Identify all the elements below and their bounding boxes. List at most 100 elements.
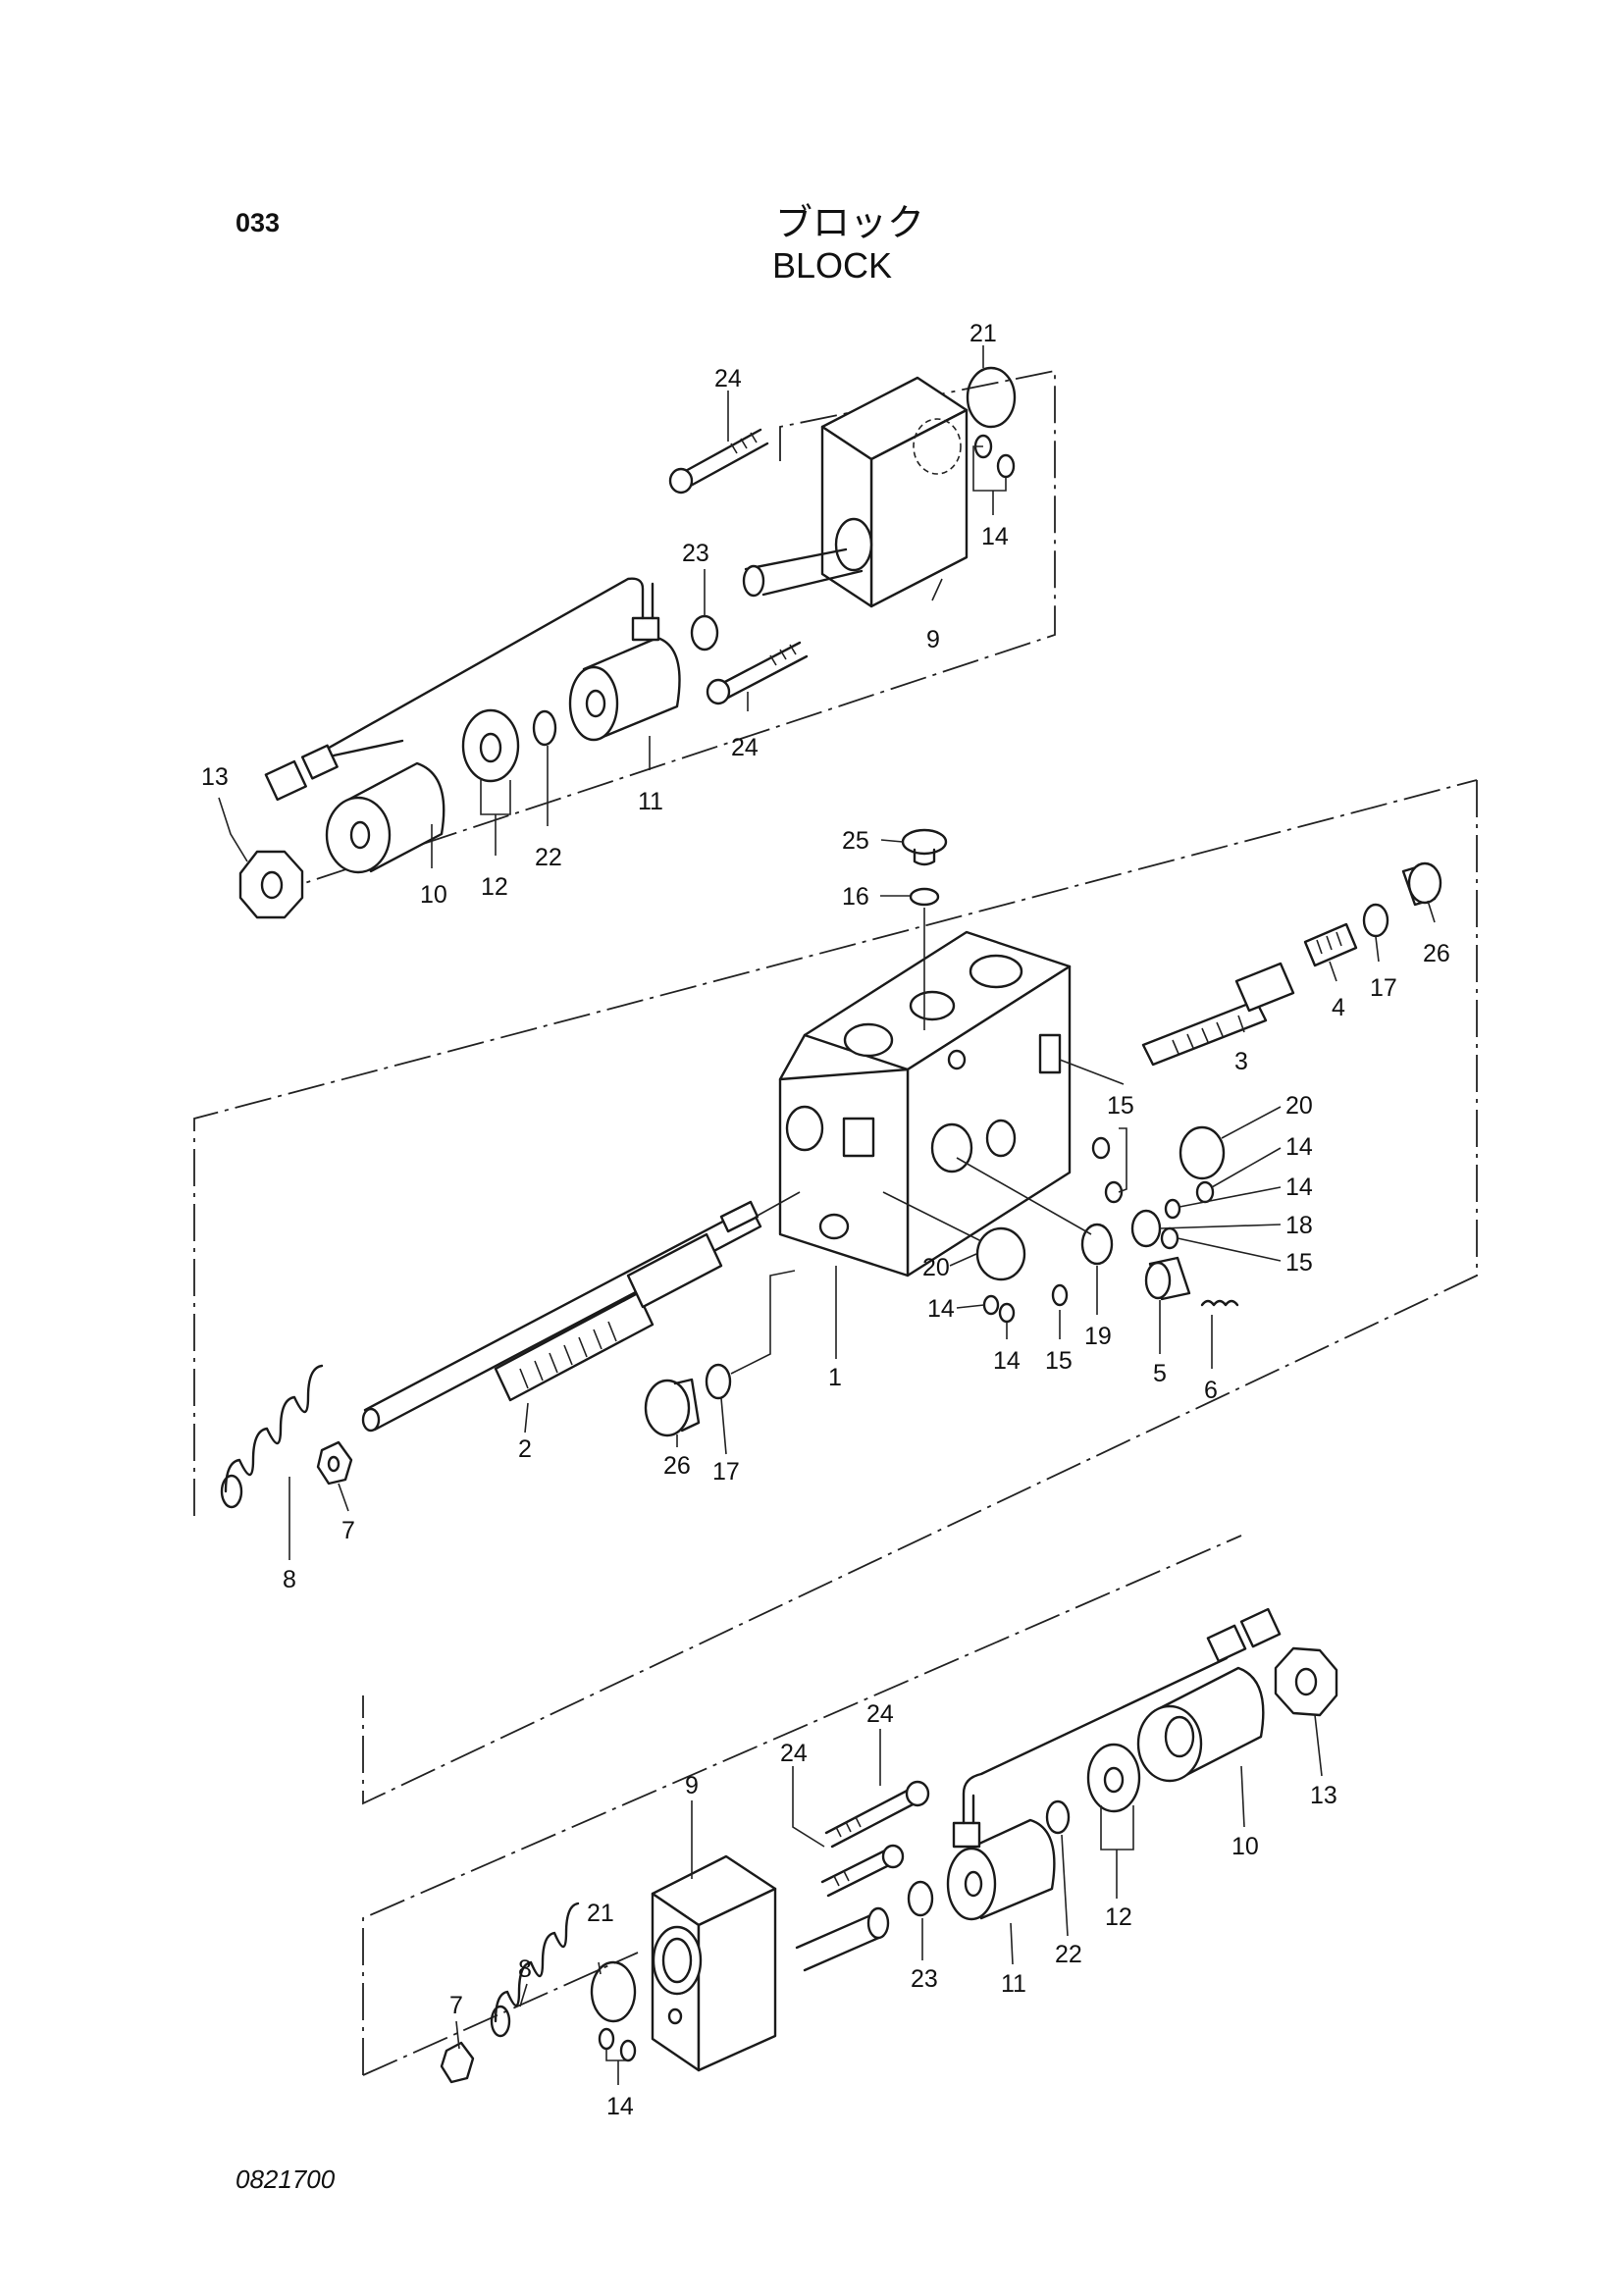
callout-main-6: 3 xyxy=(1234,1048,1248,1075)
callout-lower-13: 14 xyxy=(606,2093,634,2120)
o-ring-14-left-b xyxy=(998,1302,1016,1324)
o-ring-15c xyxy=(1160,1226,1179,1250)
lower-o-ring-23 xyxy=(907,1880,934,1917)
title-english: BLOCK xyxy=(772,245,893,286)
callout-main-11: 18 xyxy=(1285,1212,1313,1239)
spool-4 xyxy=(1303,922,1358,967)
callout-upper-7: 13 xyxy=(201,763,229,791)
callout-main-21: 2 xyxy=(518,1435,532,1463)
lower-o-ring-22 xyxy=(1045,1799,1071,1835)
lower-o-ring-21 xyxy=(590,1960,637,2023)
callout-main-2: 16 xyxy=(842,883,869,911)
spring-6 xyxy=(1200,1299,1239,1307)
lower-o-ring-14a xyxy=(598,2027,615,2051)
lower-boundary xyxy=(362,1535,1242,2075)
o-ring-20-right xyxy=(1179,1125,1226,1180)
callout-main-16: 15 xyxy=(1045,1347,1073,1375)
upper-bolt-bottom xyxy=(706,641,809,705)
upper-solenoid xyxy=(322,577,681,753)
callout-main-13: 20 xyxy=(922,1254,950,1281)
callout-main-3: 26 xyxy=(1423,940,1450,967)
callout-lower-9: 23 xyxy=(911,1965,938,1993)
callout-lower-3: 9 xyxy=(685,1772,699,1799)
callout-main-17: 19 xyxy=(1084,1323,1112,1350)
callout-main-20: 1 xyxy=(828,1364,842,1391)
callout-upper-3: 14 xyxy=(981,523,1009,550)
callout-main-24: 7 xyxy=(341,1517,355,1544)
lower-assembly xyxy=(362,1535,1338,2084)
callout-main-22: 26 xyxy=(663,1452,691,1480)
callout-main-1: 25 xyxy=(842,827,869,855)
callout-main-18: 5 xyxy=(1153,1360,1167,1387)
top-plug xyxy=(901,828,948,866)
main-block-assembly xyxy=(193,779,1478,1805)
lower-bolt-upper xyxy=(824,1780,930,1849)
lower-o-ring-14b xyxy=(619,2039,637,2062)
callout-main-23: 17 xyxy=(712,1458,740,1486)
upper-boundary xyxy=(244,369,1056,904)
callout-main-12: 15 xyxy=(1285,1249,1313,1277)
callout-upper-2: 21 xyxy=(969,320,997,347)
spool-3 xyxy=(1141,962,1295,1067)
upper-o-ring-14b xyxy=(996,453,1016,479)
callout-main-10: 14 xyxy=(1285,1173,1313,1201)
callout-labels: 24 21 14 23 9 24 13 11 22 12 10 25 16 26… xyxy=(201,320,1450,2120)
lower-solenoid xyxy=(946,1656,1229,1921)
lower-nut xyxy=(1274,1646,1338,1717)
o-ring-16 xyxy=(909,887,940,907)
sleeve-5 xyxy=(1144,1256,1191,1301)
callout-main-7: 15 xyxy=(1107,1092,1134,1120)
callout-upper-10: 12 xyxy=(481,873,508,901)
callout-lower-12: 11 xyxy=(1001,1970,1026,1998)
callout-lower-1: 24 xyxy=(866,1700,894,1728)
lower-connector xyxy=(1206,1607,1282,1663)
upper-connector xyxy=(264,739,404,802)
drawing-number: 0821700 xyxy=(236,2164,336,2194)
callout-upper-5: 9 xyxy=(926,626,940,653)
callout-lower-10: 22 xyxy=(1055,1941,1082,1968)
upper-bolt-top xyxy=(668,428,769,495)
upper-assembly xyxy=(238,366,1056,919)
lower-spring xyxy=(490,1902,580,2038)
callout-main-8: 20 xyxy=(1285,1092,1313,1120)
lower-boundary-right xyxy=(362,1952,639,2076)
page-number: 033 xyxy=(236,208,281,237)
right-plug xyxy=(1401,861,1442,907)
upper-o-ring-22 xyxy=(532,709,557,747)
main-spring xyxy=(220,1364,324,1509)
callout-lower-7: 8 xyxy=(518,1955,532,1983)
upper-nut xyxy=(238,850,304,919)
callout-upper-4: 23 xyxy=(682,540,709,567)
callout-main-25: 8 xyxy=(283,1566,296,1593)
callout-upper-6: 24 xyxy=(731,734,759,761)
main-spool xyxy=(361,1191,801,1433)
main-retainer xyxy=(316,1440,353,1486)
lower-bolt-lower xyxy=(820,1844,905,1898)
callout-main-15: 14 xyxy=(993,1347,1021,1375)
upper-o-ring-21 xyxy=(966,366,1017,429)
callout-lower-8: 7 xyxy=(449,1992,463,2019)
callout-main-5: 4 xyxy=(1332,994,1345,1021)
left-plug xyxy=(644,1378,701,1437)
o-ring-17-left xyxy=(705,1363,732,1400)
main-boundary xyxy=(362,780,1478,1805)
o-ring-14-right-b xyxy=(1164,1198,1181,1220)
upper-valve-body xyxy=(742,376,969,608)
o-ring-14-right-a xyxy=(1195,1180,1215,1204)
callout-main-19: 6 xyxy=(1204,1377,1218,1404)
callout-main-4: 17 xyxy=(1370,974,1397,1002)
callout-main-9: 14 xyxy=(1285,1133,1313,1161)
lower-valve-body xyxy=(651,1854,890,2072)
o-ring-19 xyxy=(1080,1223,1114,1266)
lower-plate xyxy=(1086,1743,1141,1813)
title-japanese: ブロック xyxy=(775,201,925,244)
callout-lower-6: 21 xyxy=(587,1900,614,1927)
o-ring-15b xyxy=(1104,1180,1124,1204)
upper-coil xyxy=(325,761,445,874)
callout-lower-5: 10 xyxy=(1231,1833,1259,1860)
callout-upper-1: 24 xyxy=(714,365,742,392)
o-ring-14-left-a xyxy=(982,1294,1000,1316)
callout-lower-4: 13 xyxy=(1310,1782,1337,1809)
